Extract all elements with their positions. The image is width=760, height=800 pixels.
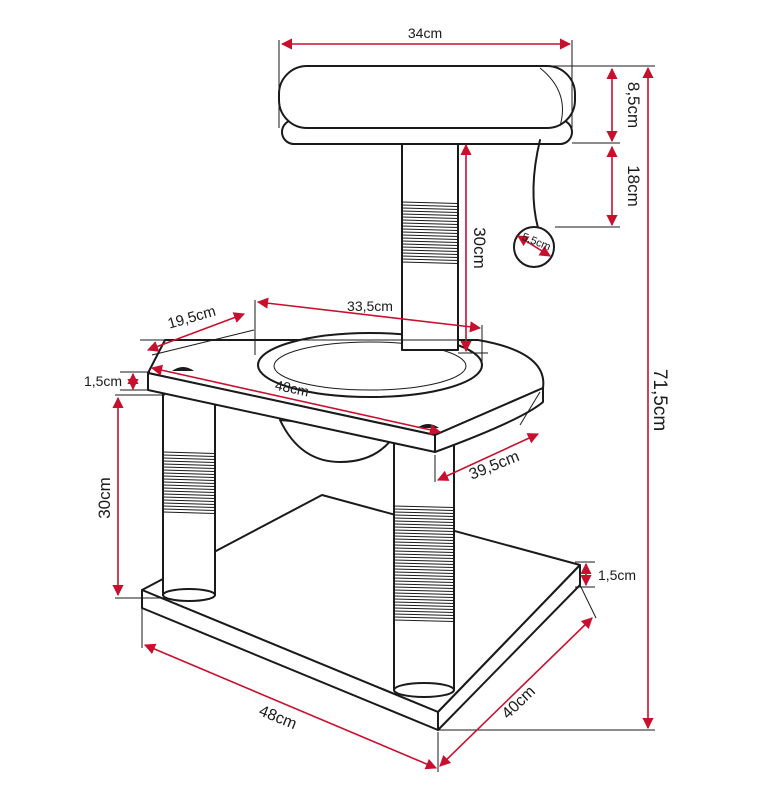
label-total-height: 71,5cm [649,369,670,431]
label-platform-width: 48cm [274,377,311,400]
label-basket-depth: 19,5cm [166,303,218,333]
label-top-width: 34cm [408,25,442,41]
label-cord-length: 18cm [624,165,643,207]
top-cushion [278,65,576,145]
lower-left-post [162,384,216,602]
lower-right-post [393,439,455,698]
label-lower-post-height: 30cm [95,477,114,519]
label-upper-post-height: 30cm [470,227,489,269]
label-base-thickness: 1,5cm [598,567,636,583]
upper-post [401,139,459,351]
label-basket-width: 33,5cm [347,298,393,314]
label-platform-thickness: 1,5cm [84,373,122,389]
dimension-arrows [112,38,654,770]
label-top-height: 8,5cm [624,82,643,128]
